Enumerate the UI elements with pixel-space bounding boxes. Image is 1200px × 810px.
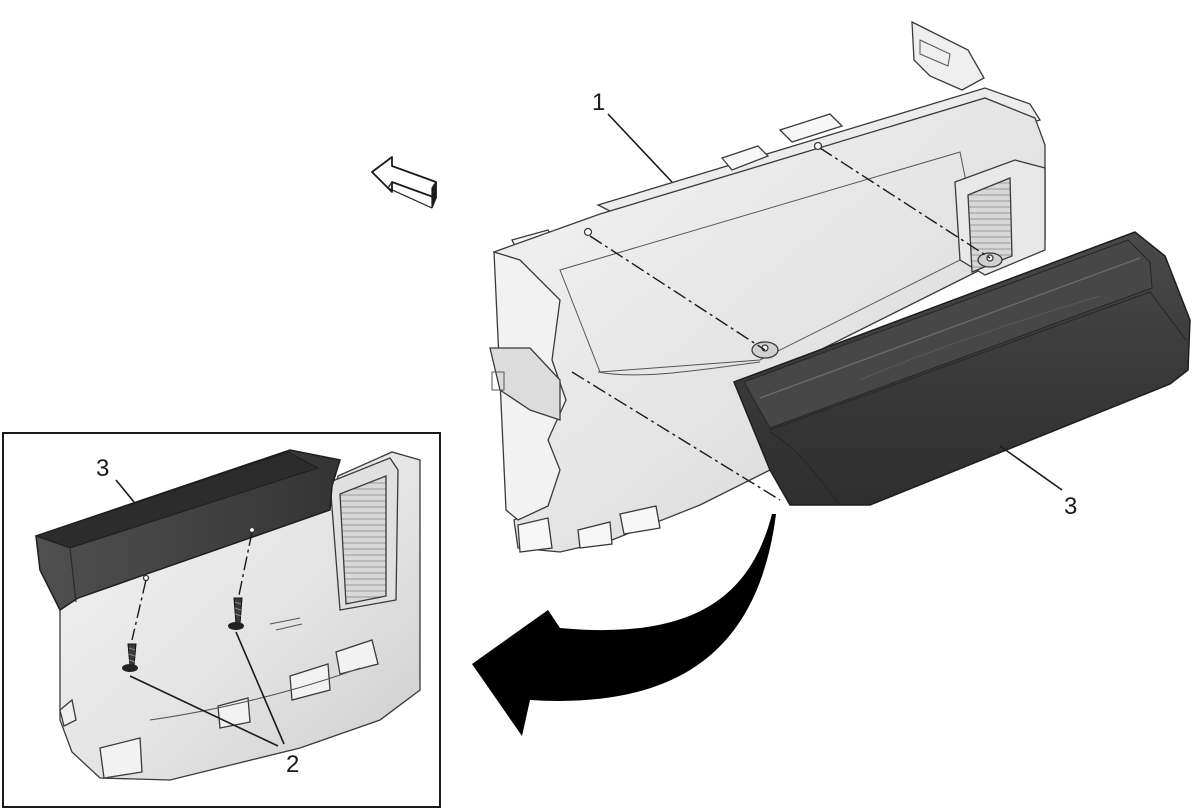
vehicle-forward-arrow-icon [371,156,437,209]
screw-2 [228,597,244,630]
main-view: 1 3 [371,20,1191,736]
screw-1 [122,643,138,672]
callout-leader-2a [129,675,279,747]
upper-mounting-tab [911,20,985,91]
callout-label-2: 2 [286,751,299,778]
callout-label-3-inset: 3 [96,455,109,482]
alignment-lines [571,147,991,501]
instrument-panel-lower-section [489,87,1046,553]
detail-inset: 3 2 [2,432,441,808]
callout-label-1: 1 [592,89,605,116]
callout-leader-3-inset [115,479,135,503]
inset-knee-bolster-pad [34,449,341,612]
callout-leader-1 [607,113,673,183]
callout-leader-3-main [999,445,1063,491]
curved-arrow-icon [472,514,776,736]
knee-bolster-pad [733,231,1191,506]
callout-leader-2b [235,631,285,745]
callout-label-3-main: 3 [1064,493,1077,520]
